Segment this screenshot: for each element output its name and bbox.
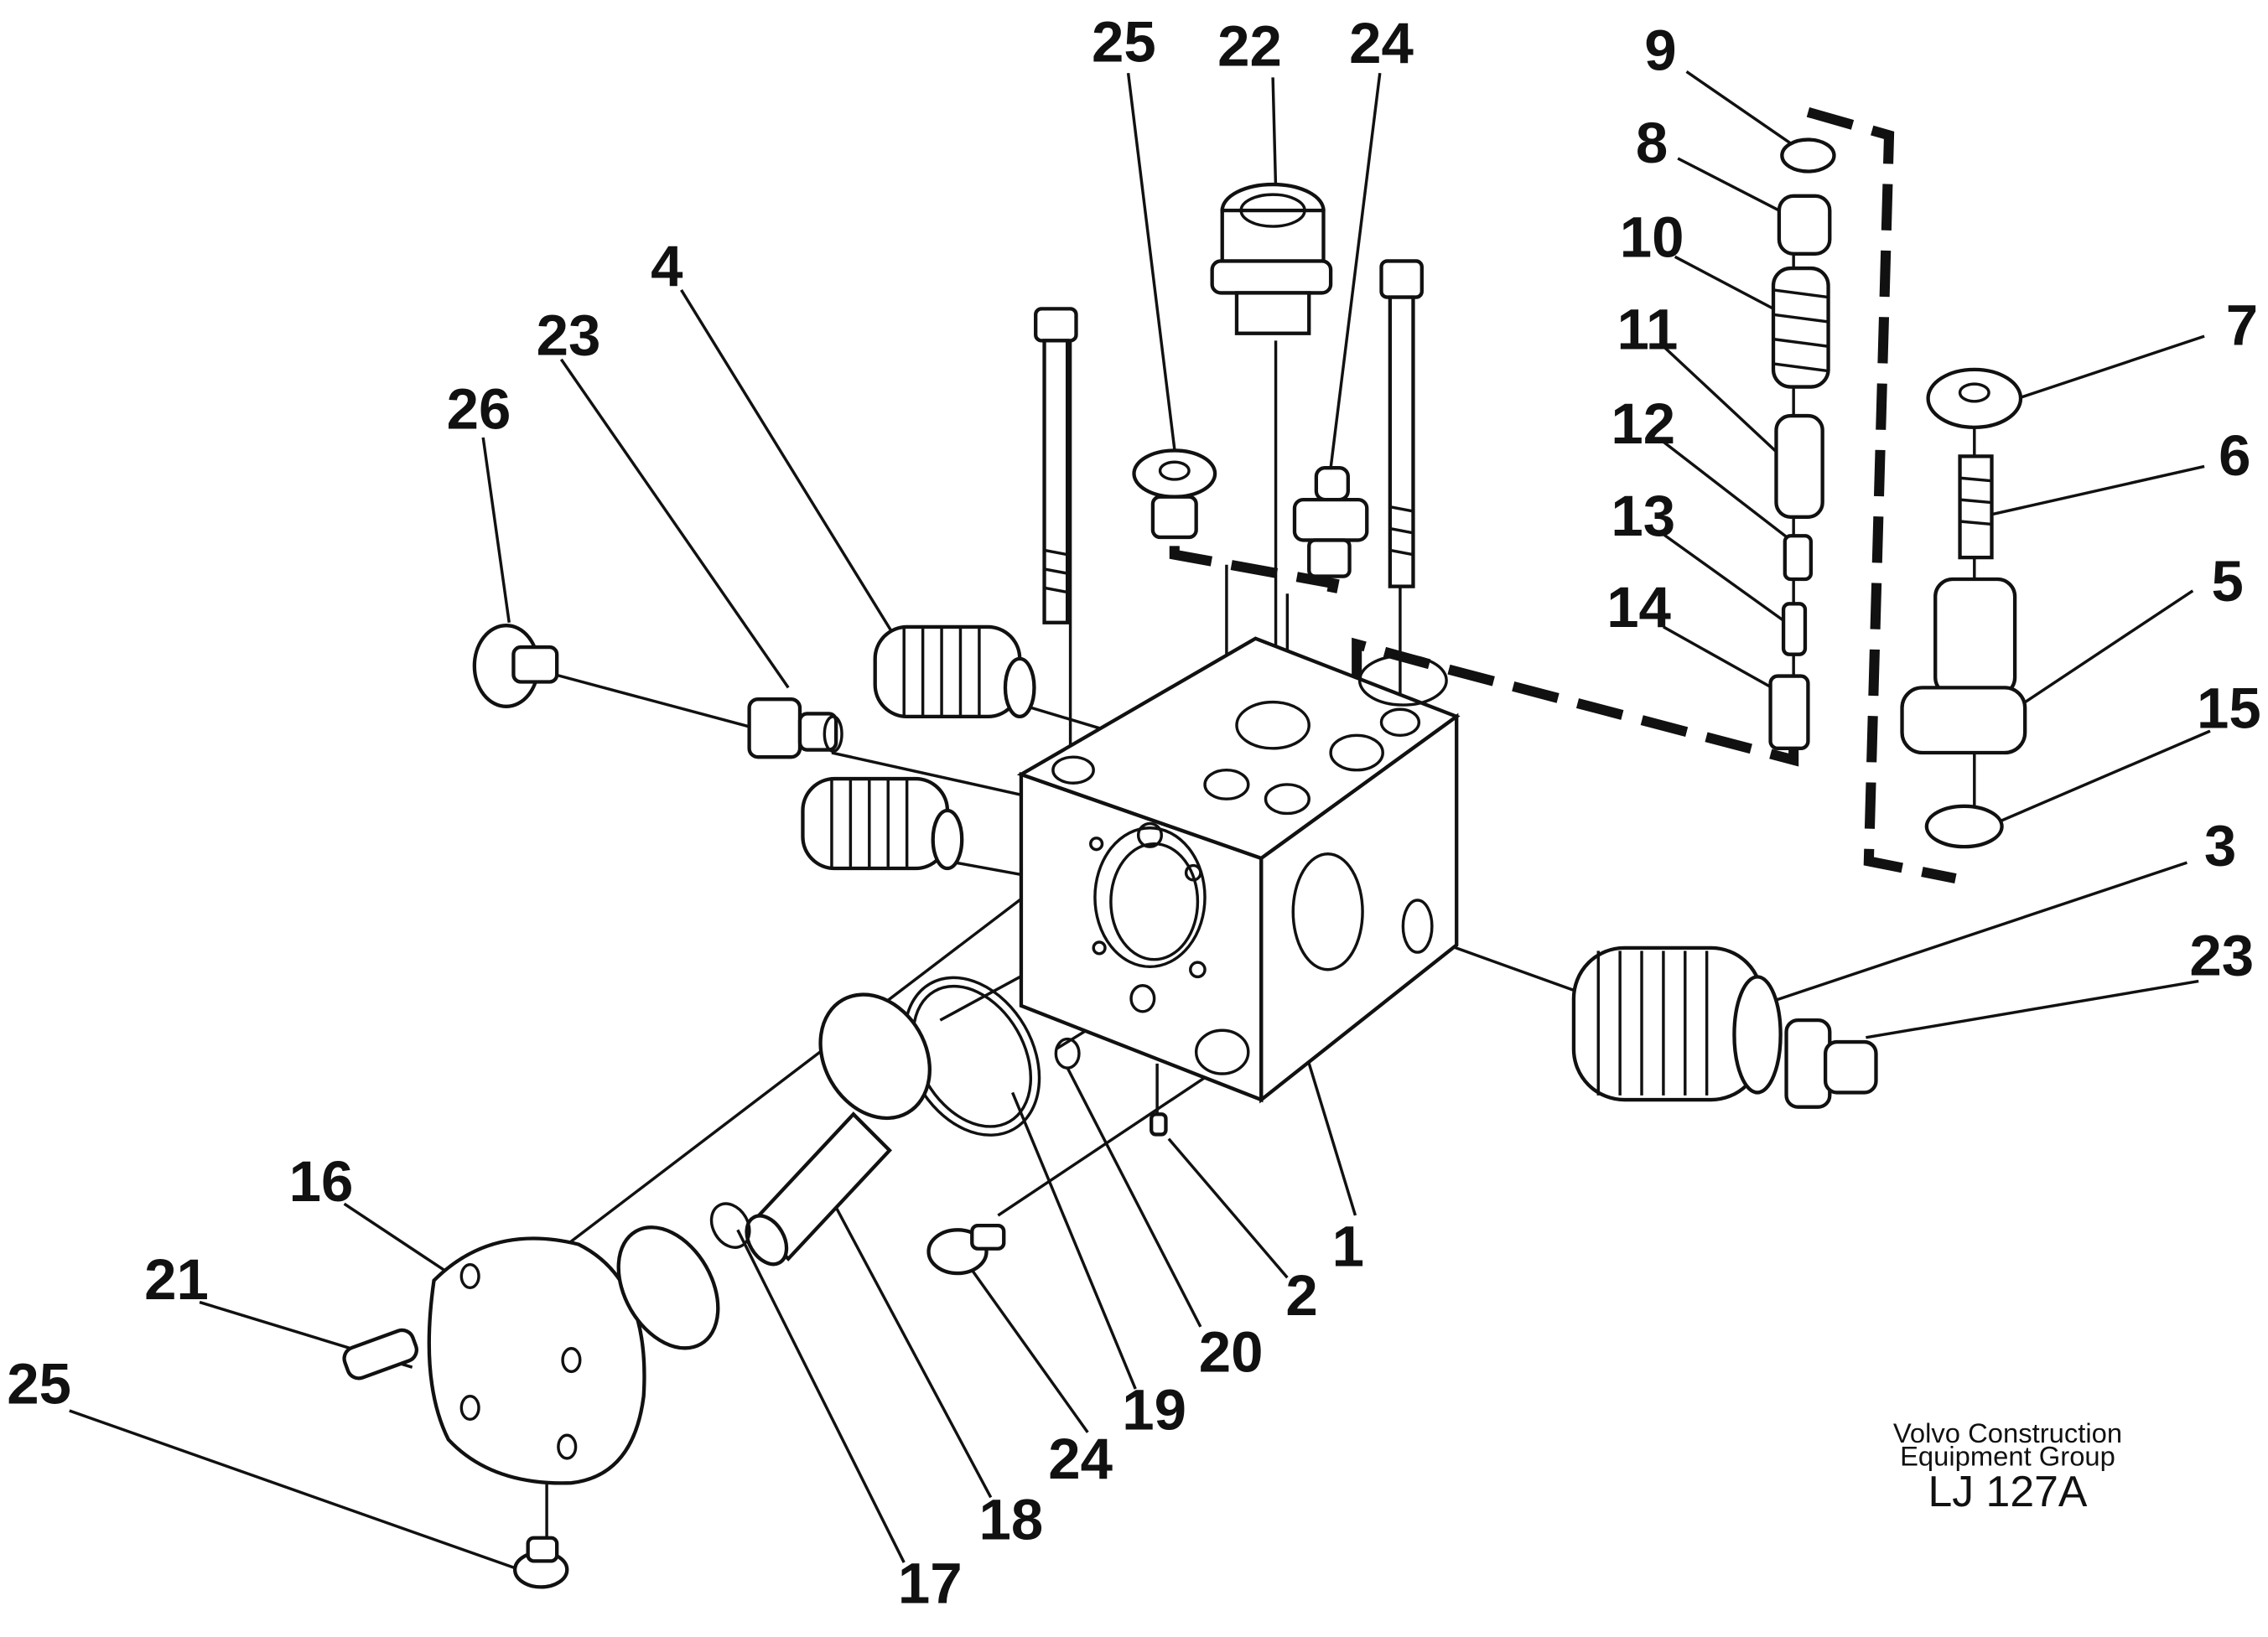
callout-17: 17	[898, 1551, 963, 1615]
piston-18	[745, 992, 932, 1267]
credit-line-2: Equipment Group	[1900, 1440, 2115, 1471]
cover-16	[427, 1225, 720, 1485]
callout-25-lower: 25	[7, 1351, 71, 1416]
credit-line-1: Volvo Construction	[1893, 1417, 2122, 1448]
callout-2: 2	[1285, 1263, 1317, 1328]
plug-25-top	[1132, 448, 1217, 540]
callout-11: 11	[1617, 298, 1678, 362]
callout-26: 26	[447, 377, 511, 442]
callout-labels: 1 2 3 4 5 6 7 8 9 10 11 12 13 14 15 16 1…	[7, 9, 2261, 1615]
plug-25-lower	[512, 1536, 569, 1589]
callout-9: 9	[1644, 18, 1676, 83]
callout-10: 10	[1620, 205, 1684, 269]
callout-24-lower: 24	[1048, 1427, 1113, 1491]
dashed-flow-lines	[1169, 106, 1957, 884]
callout-23-upper: 23	[537, 303, 601, 368]
screw-24-lower	[926, 1223, 1006, 1276]
callout-5: 5	[2212, 549, 2244, 614]
plug-22	[1210, 182, 1333, 335]
bolt-left	[1034, 307, 1078, 624]
leader-lines	[69, 70, 2211, 1574]
valve-stack-right	[1768, 137, 1836, 750]
callout-13: 13	[1611, 484, 1675, 548]
callout-14: 14	[1606, 575, 1671, 640]
drawing-credit: Volvo Construction Equipment Group LJ 12…	[1893, 1417, 2122, 1515]
callout-23-lower: 23	[2189, 924, 2254, 988]
seal-20	[1054, 1037, 1081, 1070]
cartridge-3	[1571, 945, 1783, 1102]
callout-12: 12	[1611, 391, 1675, 456]
valve-block	[1016, 636, 1461, 1137]
callout-20: 20	[1199, 1319, 1264, 1384]
callout-6: 6	[2219, 423, 2250, 488]
bolt-right	[1379, 259, 1424, 588]
callout-4: 4	[651, 234, 682, 298]
callout-15: 15	[2197, 676, 2261, 741]
callout-22: 22	[1217, 14, 1282, 79]
ring-17	[709, 1202, 751, 1249]
screw-21	[342, 1328, 418, 1381]
callout-7: 7	[2226, 293, 2258, 358]
callout-21: 21	[144, 1247, 209, 1312]
callout-25-upper: 25	[1092, 9, 1156, 74]
callout-8: 8	[1636, 111, 1668, 175]
cartridge-lower-left	[801, 776, 964, 871]
callout-24-upper: 24	[1349, 11, 1414, 75]
callout-3: 3	[2204, 814, 2236, 878]
callout-1: 1	[1332, 1214, 1364, 1278]
fitting-23-upper	[747, 697, 843, 759]
plug-26	[472, 624, 559, 708]
valve-stack-far-right	[1900, 367, 2027, 849]
drawing-code: LJ 127A	[1928, 1467, 2088, 1515]
callout-18: 18	[978, 1487, 1043, 1552]
cartridge-upper-left	[873, 624, 1036, 719]
fitting-24-top	[1292, 466, 1369, 578]
callout-16: 16	[289, 1149, 354, 1214]
callout-19: 19	[1122, 1377, 1186, 1442]
fitting-23-lower	[1784, 1018, 1878, 1109]
